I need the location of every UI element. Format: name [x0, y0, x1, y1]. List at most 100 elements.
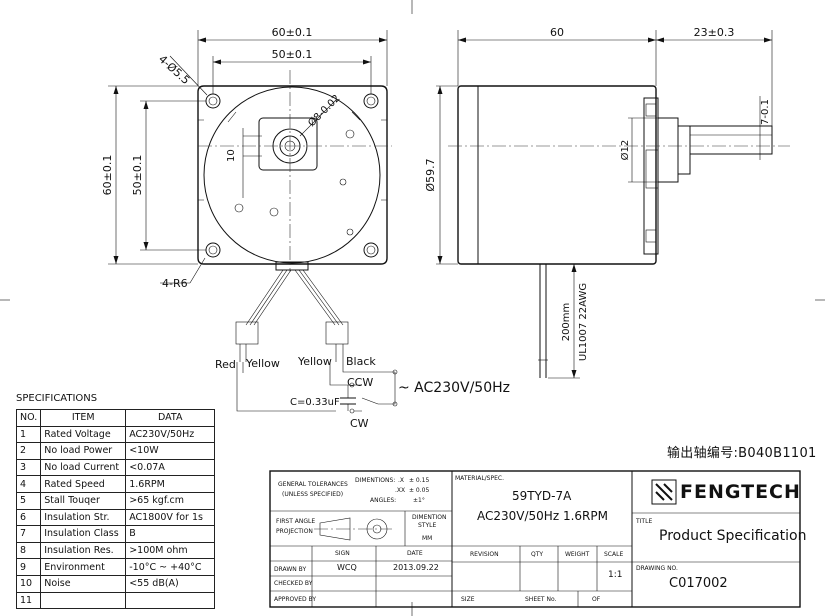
cell-no: 6 [15, 508, 42, 527]
tolerances-label-1: GENERAL TOLERANCES [278, 481, 348, 488]
drawing-no-label: DRAWING NO. [636, 565, 678, 572]
tolerance-xx: .XX [395, 487, 406, 494]
cell-data: >65 kgf.cm [125, 491, 216, 510]
tolerance-x-value: ± 0.15 [409, 477, 430, 484]
shaft-label: Ø8-0.02 [306, 92, 343, 129]
tolerance-x: .X [398, 477, 405, 484]
cell-data: AC1800V for 1s [125, 508, 216, 527]
cell-item: Rated Voltage [40, 425, 127, 444]
scale-label: SCALE [604, 551, 624, 558]
dim-height-holes: 50±0.1 [131, 155, 144, 196]
material-label: MATERIAL/SPEC. [455, 475, 504, 482]
dim-width-outer: 60±0.1 [272, 26, 313, 39]
cell-item [40, 591, 127, 610]
cell-item: Stall Touqer [40, 491, 127, 510]
cell-item: Insulation Class [40, 525, 127, 543]
wiring-diagram [236, 362, 398, 414]
corner-label: 4-R6 [162, 277, 188, 290]
front-leads [235, 269, 349, 362]
dim-diameter: Ø59.7 [424, 158, 437, 191]
specifications-title: SPECIFICATIONS [16, 393, 98, 404]
lead-length: 200mm [561, 303, 572, 342]
wiring-labels: Red Yellow Yellow Black CCW CW C=0.33uF … [215, 355, 510, 430]
model-spec: AC230V/50Hz 1.6RPM [477, 509, 608, 523]
front-dimensions-text: 60±0.1 50±0.1 60±0.1 50±0.1 4-Ø5.5 4-R6 … [101, 26, 342, 290]
cell-data: B [125, 525, 216, 543]
side-view [436, 30, 790, 379]
dimentions-label: DIMENTIONS: [355, 477, 396, 484]
cell-no: 11 [15, 591, 42, 610]
cell-no: 1 [15, 425, 42, 444]
table-row: 11 [15, 591, 216, 610]
qty-label: QTY [531, 551, 544, 558]
cell-no: 3 [15, 458, 42, 477]
dim-shaft-length: 23±0.3 [694, 26, 735, 39]
cell-no: 8 [15, 541, 42, 560]
weight-label: WEIGHT [565, 551, 590, 558]
cell-data [125, 591, 216, 610]
size-label: SIZE [461, 596, 475, 603]
cell-no: 10 [15, 574, 42, 593]
cw-label: CW [350, 417, 369, 430]
cell-data: <55 dB(A) [125, 574, 216, 593]
projection-label-1: FIRST ANGLE [276, 518, 316, 525]
flat-label: 10 [226, 149, 237, 162]
fengtech-logo-icon [651, 479, 677, 505]
dimention-style-2: STYLE [418, 522, 437, 529]
cell-no: 9 [15, 558, 42, 576]
dim-shaft-flat: 7-0.1 [760, 99, 771, 125]
approved-by-label: APPROVED BY [274, 596, 317, 603]
drawn-by-label: DRAWN BY [274, 566, 307, 573]
checked-by-label: CHECKED BY [274, 580, 313, 587]
scale-value: 1:1 [608, 570, 623, 580]
table-header-row: NO. ITEM DATA [15, 409, 216, 427]
drawing-number: C017002 [669, 576, 728, 591]
wire-red: Red [215, 358, 236, 371]
drawn-date: 2013.09.22 [393, 563, 439, 572]
cell-item: No load Current [40, 458, 127, 477]
hole-label: 4-Ø5.5 [156, 53, 192, 88]
wire-yellow-2: Yellow [297, 355, 332, 368]
dim-height-outer: 60±0.1 [101, 155, 114, 196]
model-name: 59TYD-7A [512, 489, 572, 503]
header-item: ITEM [40, 409, 127, 427]
cell-no: 4 [15, 475, 42, 493]
lead-spec: UL1007 22AWG [578, 283, 589, 361]
sheet-label: SHEET No. [525, 596, 557, 603]
dimention-unit: MM [422, 535, 433, 542]
header-data: DATA [125, 409, 216, 427]
wire-black: Black [346, 355, 376, 368]
of-label: OF [592, 596, 601, 603]
wire-yellow-1: Yellow [245, 357, 280, 370]
cell-no: 7 [15, 525, 42, 543]
drawing-title: Product Specification [659, 528, 807, 544]
title-block-grid [269, 470, 801, 608]
revision-label: REVISION [470, 551, 499, 558]
cell-data: <0.07A [125, 458, 216, 477]
side-dimensions-text: 60 23±0.3 7-0.1 Ø59.7 Ø12 200mm UL1007 2… [424, 26, 771, 361]
supply-label: ~ AC230V/50Hz [398, 380, 510, 396]
ccw-label: CCW [347, 376, 373, 389]
cell-item: Rated Speed [40, 475, 127, 493]
projection-label-2: PROJECTION [276, 528, 313, 535]
cell-item: Insulation Str. [40, 508, 127, 527]
header-no: NO. [15, 409, 42, 427]
cell-item: Insulation Res. [40, 541, 127, 560]
angles-value: ±1° [413, 497, 425, 504]
date-label: DATE [407, 550, 423, 557]
dim-boss: Ø12 [619, 140, 631, 161]
title-label: TITLE [636, 518, 653, 525]
tolerance-xx-value: ± 0.05 [409, 487, 430, 494]
front-view [108, 30, 392, 362]
dim-width-holes: 50±0.1 [272, 48, 313, 61]
cell-data: -10°C ~ +40°C [125, 558, 216, 576]
